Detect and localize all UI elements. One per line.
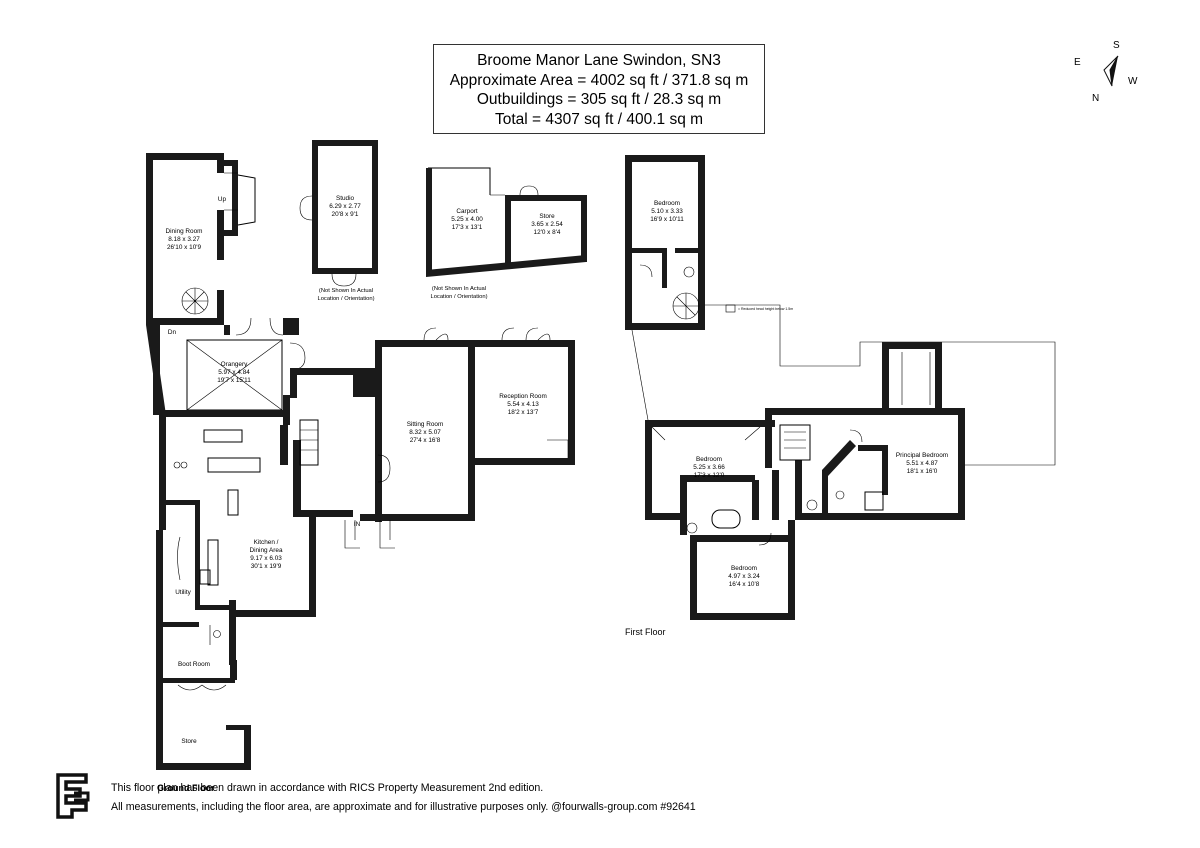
store-out-imperial: 12'0 x 8'4 — [534, 229, 561, 236]
total-area: Total = 4307 sq ft / 400.1 sq m — [494, 110, 704, 128]
address-title: Broome Manor Lane Swindon, SN3 — [477, 52, 721, 69]
kitchen-walls — [156, 410, 353, 770]
principal-bedroom-imperial: 18'1 x 16'0 — [907, 468, 938, 475]
entrance-label: IN — [354, 521, 361, 528]
bedroom-top-imperial: 16'9 x 10'11 — [650, 216, 684, 223]
carport-imperial: 17'3 x 13'1 — [452, 224, 483, 231]
ground-floor-plan — [146, 153, 575, 770]
first-floor-plan: = Reduced head height below 1.5m — [625, 155, 1056, 620]
bedroom-lower-metric: 4.97 x 3.24 — [728, 573, 760, 580]
title-box: Broome Manor Lane Swindon, SN3 Approxima… — [433, 44, 765, 134]
sitting-room-imperial: 27'4 x 16'8 — [410, 437, 441, 444]
sitting-room-name: Sitting Room — [407, 421, 444, 428]
principal-bedroom-metric: 5.51 x 4.87 — [906, 460, 938, 467]
store-out-name: Store — [539, 213, 555, 220]
carport-note-line1: (Not Shown In Actual — [432, 286, 486, 292]
outbuildings-area: Outbuildings = 305 sq ft / 28.3 sq m — [476, 91, 722, 108]
kitchen-name-2: Dining Area — [249, 547, 282, 554]
kitchen-imperial: 30'1 x 19'9 — [251, 563, 282, 570]
compass-w: W — [1128, 76, 1138, 87]
utility-name: Utility — [175, 589, 191, 596]
studio-plan — [299, 140, 378, 287]
studio-note-line1: (Not Shown In Actual — [319, 288, 373, 294]
studio-note-line2: Location / Orientation) — [317, 296, 374, 302]
kitchen-metric: 9.17 x 6.03 — [250, 555, 282, 562]
carport-store-plan — [426, 167, 587, 277]
first-floor-label: First Floor — [625, 627, 666, 637]
orangery-imperial: 19'7 x 15'11 — [217, 377, 251, 384]
compass-s: S — [1113, 40, 1120, 51]
orangery-name: Orangery — [221, 361, 248, 368]
headroom-note: = Reduced head height below 1.5m — [738, 307, 793, 311]
bedroom-top-name: Bedroom — [654, 200, 680, 207]
principal-bedroom-name: Principal Bedroom — [896, 452, 948, 459]
kitchen-name: Kitchen / — [254, 539, 279, 546]
room-labels: Dining Room 8.18 x 3.27 26'10 x 10'9 Stu… — [157, 195, 948, 793]
bedroom-lower-name: Bedroom — [731, 565, 757, 572]
dining-room-metric: 8.18 x 3.27 — [168, 236, 200, 243]
reception-room-imperial: 18'2 x 13'7 — [508, 409, 539, 416]
bedroom-lower-imperial: 16'4 x 10'8 — [729, 581, 760, 588]
store-ground-name: Store — [181, 738, 197, 745]
compass-needle-dark — [1104, 56, 1118, 86]
stairs-down-label: Dn — [168, 329, 177, 336]
reception-room-metric: 5.54 x 4.13 — [507, 401, 539, 408]
carport-name: Carport — [456, 208, 478, 215]
boot-room-name: Boot Room — [178, 661, 210, 668]
bedroom-left-metric: 5.25 x 3.66 — [693, 464, 725, 471]
compass-icon: S E W N — [1074, 40, 1138, 104]
fourwalls-logo-icon — [56, 773, 90, 819]
carport-note-line2: Location / Orientation) — [430, 294, 487, 300]
bedroom-left-name: Bedroom — [696, 456, 722, 463]
hall-walls — [290, 327, 475, 549]
orangery-metric: 5.97 x 4.84 — [218, 369, 250, 376]
bedroom-left-imperial: 17'3 x 12'0 — [694, 472, 725, 479]
ground-floor-label: Ground Floor — [157, 783, 215, 793]
footer-disclaimer: All measurements, including the floor ar… — [111, 801, 696, 813]
studio-imperial: 20'8 x 9'1 — [332, 211, 359, 218]
stairs-up-label: Up — [218, 196, 227, 203]
carport-metric: 5.25 x 4.00 — [451, 216, 483, 223]
bedroom-top-metric: 5.10 x 3.33 — [651, 208, 683, 215]
compass-needle-light — [1103, 55, 1119, 87]
sitting-room-metric: 8.32 x 5.07 — [409, 429, 441, 436]
dining-room-imperial: 26'10 x 10'9 — [167, 244, 202, 251]
reception-walls — [475, 327, 575, 465]
compass-e: E — [1074, 57, 1081, 68]
compass-n: N — [1092, 93, 1099, 104]
studio-name: Studio — [336, 195, 355, 202]
studio-metric: 6.29 x 2.77 — [329, 203, 361, 210]
dining-room-name: Dining Room — [166, 228, 203, 235]
reception-room-name: Reception Room — [499, 393, 547, 400]
dining-room-walls — [146, 153, 256, 325]
footer-rics-note: This floor plan has been drawn in accord… — [111, 782, 544, 794]
approx-area: Approximate Area = 4002 sq ft / 371.8 sq… — [449, 71, 749, 89]
store-out-metric: 3.65 x 2.54 — [531, 221, 563, 228]
